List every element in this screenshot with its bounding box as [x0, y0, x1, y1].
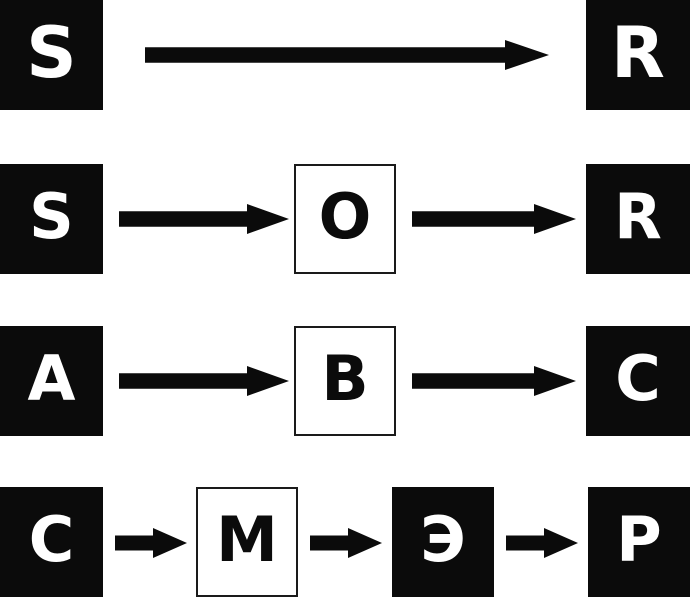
arrow-2-2	[412, 204, 576, 234]
node-label: М	[216, 503, 278, 576]
node-label: S	[26, 12, 77, 94]
node-label: С	[28, 503, 75, 576]
node-box-3-1: A	[0, 326, 103, 436]
arrow-2-1	[119, 204, 289, 234]
node-label: S	[29, 180, 74, 253]
node-label: R	[614, 180, 662, 253]
node-label: B	[321, 342, 369, 415]
node-box-2-1: S	[0, 164, 103, 274]
node-box-4-1: С	[0, 487, 103, 597]
node-box-1-1: S	[0, 0, 103, 110]
node-box-4-3: Э	[392, 487, 494, 597]
node-label: Э	[420, 503, 466, 576]
arrow-4-3	[506, 528, 578, 558]
node-box-3-3: C	[586, 326, 690, 436]
node-box-1-2: R	[586, 0, 690, 110]
node-box-4-2: М	[196, 487, 298, 597]
node-label: A	[27, 342, 76, 415]
arrow-3-1	[119, 366, 289, 396]
node-box-4-4: Р	[588, 487, 690, 597]
node-box-2-2: O	[294, 164, 396, 274]
arrow-3-2	[412, 366, 576, 396]
node-label: Р	[616, 503, 662, 576]
arrow-1-1	[145, 40, 549, 70]
node-label: R	[611, 12, 665, 94]
node-label: O	[318, 180, 372, 253]
node-label: C	[615, 342, 661, 415]
node-box-2-3: R	[586, 164, 690, 274]
node-box-3-2: B	[294, 326, 396, 436]
arrow-4-2	[310, 528, 382, 558]
arrow-4-1	[115, 528, 187, 558]
